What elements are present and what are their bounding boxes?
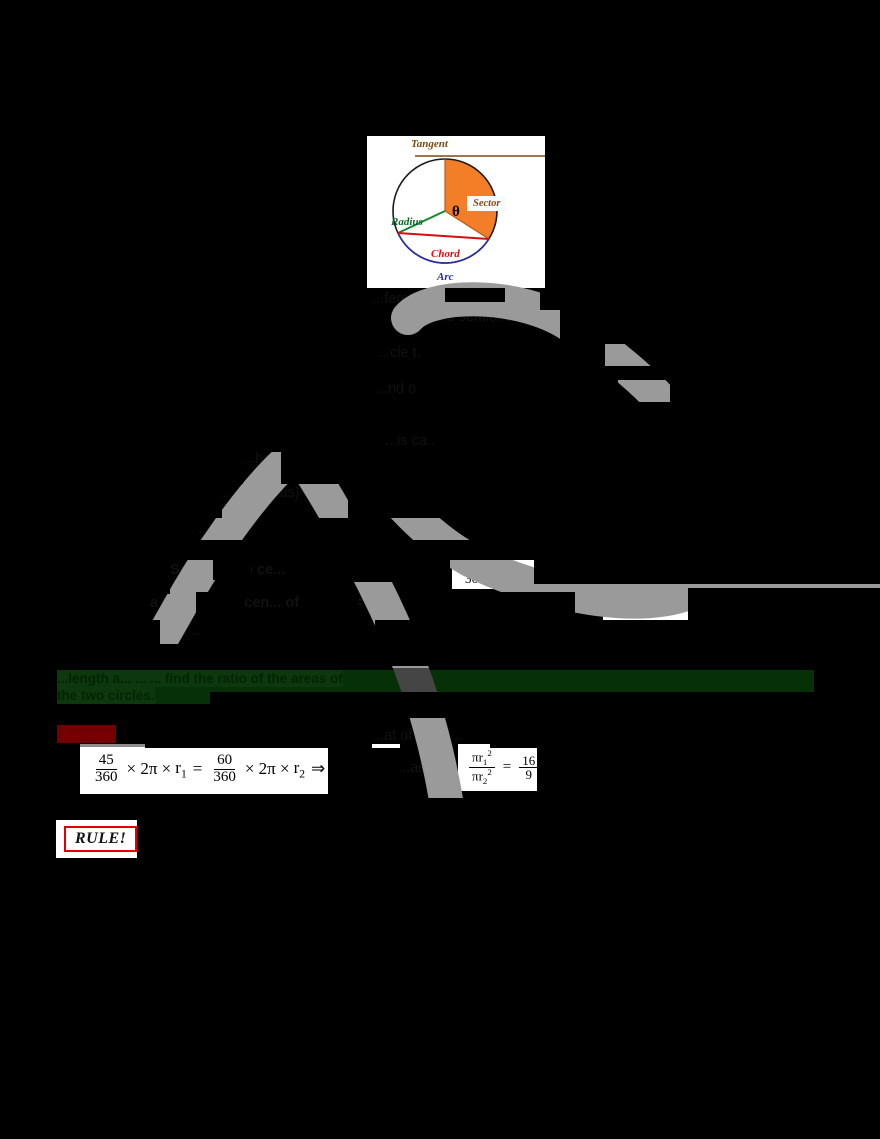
redaction-j2 (200, 620, 290, 644)
ratio-b-numerator: 60 (214, 752, 236, 770)
redaction-b4 (0, 366, 880, 380)
sector-area-rest: × π × r (492, 562, 534, 579)
redaction-c3 (670, 380, 880, 402)
ratio-a-numerator: 45 (95, 752, 117, 770)
redaction-c4 (0, 402, 880, 432)
redaction-a1 (0, 288, 372, 348)
redaction-j4 (0, 644, 880, 666)
redaction-m3 (537, 748, 880, 798)
radius-line (397, 210, 446, 234)
redaction-d1 (0, 432, 385, 452)
redaction-i1 (0, 592, 150, 622)
arc-length-rest: × 2π × r (643, 597, 692, 614)
redaction-h3 (330, 560, 450, 582)
redaction-d3 (657, 432, 880, 452)
ratio-r1: r1 (175, 758, 187, 781)
redaction-n1 (0, 798, 880, 820)
redaction-f1 (0, 484, 222, 518)
rule-label: RULE! (64, 826, 138, 852)
redaction-c2 (418, 380, 618, 402)
ratio-a-denominator: 360 (95, 768, 118, 785)
redaction-i2 (196, 592, 244, 614)
ratio-b-denominator: 360 (213, 768, 236, 785)
redaction-top (0, 0, 880, 136)
arc-stroke (397, 232, 490, 264)
redaction-d2 (437, 432, 607, 452)
sector-radius-b (444, 210, 490, 240)
redaction-l2 (145, 718, 372, 748)
redaction-a2 (540, 288, 880, 310)
redaction-g4 (0, 540, 880, 560)
redaction-f2 (348, 484, 880, 518)
note-line-2: ...than the semicircle. (390, 309, 527, 325)
redaction-m1 (0, 748, 80, 798)
label-chord: Chord (431, 248, 460, 260)
area-ratio-result: πr12 πr22 = 16 9 (458, 744, 550, 792)
redaction-k1 (0, 666, 57, 718)
sector-area-denominator: 360 (465, 570, 485, 586)
question-line-2: the two circles. (57, 687, 155, 704)
area-ratio-denominator: πr22 (472, 767, 492, 787)
answer-text-line-2: ...as = (398, 760, 438, 776)
circle-diagram-svg (367, 136, 545, 288)
chord-line (397, 232, 490, 240)
redaction-upper-right (545, 136, 880, 296)
redaction-b2 (420, 344, 605, 366)
redaction-i3 (300, 592, 358, 614)
area-ratio-result-numerator: 16 (519, 753, 539, 769)
area-ratio-result-denominator: 9 (525, 767, 532, 783)
redaction-l3 (490, 722, 880, 748)
circle-parts-diagram: Tangent Sector Radius Chord Arc θ (367, 136, 545, 288)
redaction-bottom (0, 858, 880, 1139)
ratio-equals-1: = (192, 759, 203, 779)
answer-label: Answer (57, 725, 116, 743)
arc-length-denominator: 360 (616, 605, 636, 621)
label-tangent: Tangent (411, 138, 448, 150)
redaction-k3 (210, 692, 814, 718)
redaction-n2 (0, 820, 56, 860)
ratio-r2: r2 (293, 758, 306, 781)
redaction-a4 (445, 288, 505, 302)
rule-box: RULE! (56, 820, 146, 858)
label-theta-angle: θ (452, 204, 460, 220)
redaction-upper-left (0, 136, 367, 296)
redaction-h2 (213, 560, 251, 580)
label-sector: Sector (467, 196, 507, 211)
redaction-i4 (460, 592, 575, 614)
redaction-e1 (0, 452, 243, 484)
answer-text-line-1: ...at of circle... (372, 728, 463, 744)
label-radius: Radius (391, 216, 423, 228)
redaction-g2 (262, 518, 377, 540)
redaction-a3 (560, 308, 880, 344)
arc-length-formula: θ 360 × 2π × r (603, 588, 700, 625)
redaction-e2 (281, 452, 880, 484)
redaction-i5 (688, 588, 880, 622)
ratio-implies: ⇒ (311, 759, 326, 779)
redaction-m2 (328, 748, 400, 798)
redaction-l1 (0, 718, 55, 748)
redaction-k2 (814, 666, 880, 718)
redaction-b3 (655, 344, 880, 366)
note-line-6: ...he... (243, 451, 284, 467)
area-ratio-equals: = (502, 759, 512, 776)
question-line-1: ...length a... ... ... find the ratio of… (57, 670, 343, 687)
ratio-op-1: × 2π × (126, 759, 172, 779)
note-line-7: ... × (radius)² = (222, 485, 318, 501)
ratio-op-2: × 2π × (244, 759, 290, 779)
redaction-n3 (137, 820, 880, 860)
arc-length-numerator: θ (619, 592, 632, 607)
label-arc: Arc (437, 271, 454, 283)
area-ratio-numerator: πr12 (469, 748, 495, 769)
redaction-h4 (534, 556, 880, 584)
redaction-h1 (0, 560, 170, 594)
